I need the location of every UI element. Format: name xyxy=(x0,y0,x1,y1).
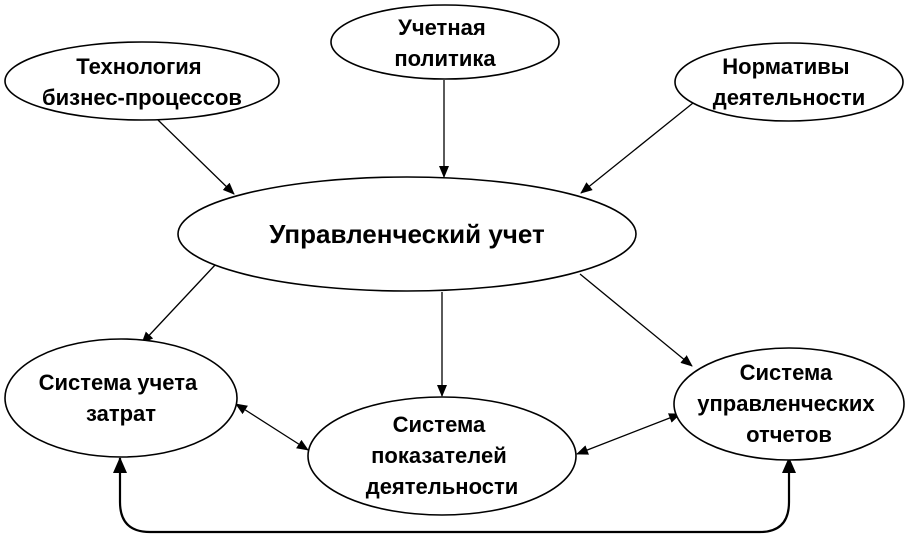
node-label: Система учета затрат xyxy=(39,370,204,426)
node-label: Система показателей деятельности xyxy=(366,412,519,499)
node-label: Технология бизнес-процессов xyxy=(42,54,242,110)
edge-costs-reports-bottom xyxy=(113,457,796,534)
node-label: Управленческий учет xyxy=(269,219,545,249)
node-activity-norms: Нормативы деятельности xyxy=(674,42,904,122)
edge-indicators-reports xyxy=(576,413,681,455)
node-cost-accounting-system: Система учета затрат xyxy=(4,338,238,458)
edge-costs-indicators xyxy=(235,403,309,451)
node-management-reports-system: Система управленческих отчетов xyxy=(673,347,905,461)
edge-tech-to-mgmt xyxy=(157,119,235,195)
edge-mgmt-to-costs xyxy=(141,263,217,344)
node-business-process-technology: Технология бизнес-процессов xyxy=(4,41,280,121)
node-accounting-policy: Учетная политика xyxy=(330,4,560,80)
node-label: Нормативы деятельности xyxy=(713,54,866,110)
node-label: Система управленческих отчетов xyxy=(697,360,881,447)
edge-mgmt-to-reports xyxy=(579,273,693,367)
node-label: Учетная политика xyxy=(394,15,496,71)
edge-norms-to-mgmt xyxy=(580,102,694,194)
node-management-accounting: Управленческий учет xyxy=(177,176,637,292)
node-performance-indicators-system: Система показателей деятельности xyxy=(307,396,577,516)
edges xyxy=(113,80,796,534)
